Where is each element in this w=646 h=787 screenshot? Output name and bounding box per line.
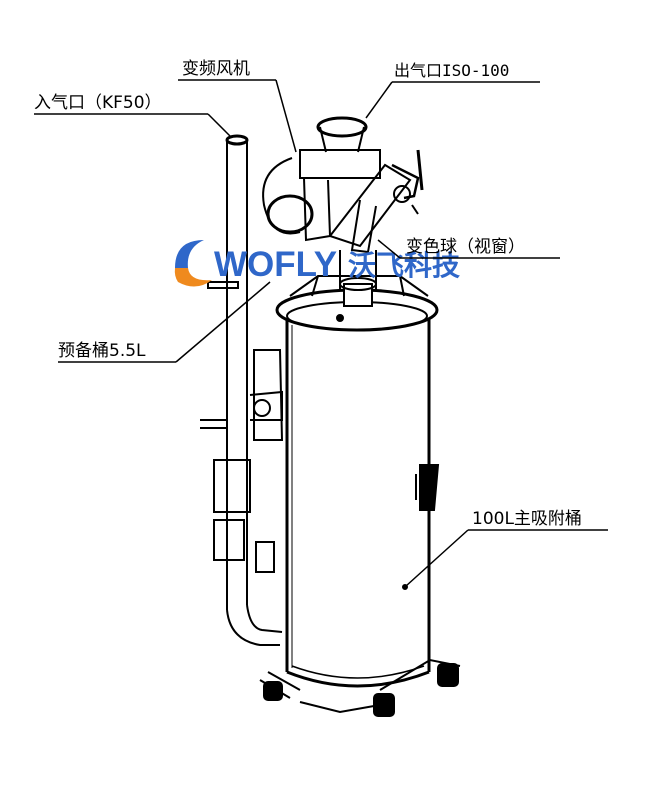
watermark-logo: WOFLY 沃飞科技: [174, 240, 460, 287]
inlet-pipe: [200, 134, 284, 646]
main-bucket: [275, 288, 440, 688]
label-prebucket: 预备桶5.5L: [58, 341, 146, 361]
label-fan: 变频风机: [182, 59, 250, 79]
label-outlet: 出气口ISO-100: [394, 61, 509, 80]
fan-assembly: [262, 116, 424, 290]
callout-labels: 变频风机 出气口ISO-100 入气口（KF50） 变色球（视窗） 预备桶5.5…: [34, 59, 582, 529]
label-sightglass: 变色球（视窗）: [406, 237, 525, 257]
logo-swirl-blue-icon: [175, 240, 204, 268]
leader-lines: [34, 79, 608, 587]
logo-swirl-orange-icon: [174, 268, 212, 287]
label-inlet: 入气口（KF50）: [34, 93, 162, 113]
logo-brand-cn: 沃飞科技: [348, 249, 460, 282]
top-cover: [289, 275, 429, 322]
logo-brand-latin: WOFLY: [214, 245, 337, 284]
label-mainbucket: 100L主吸附桶: [472, 509, 582, 529]
casters: [259, 658, 461, 717]
